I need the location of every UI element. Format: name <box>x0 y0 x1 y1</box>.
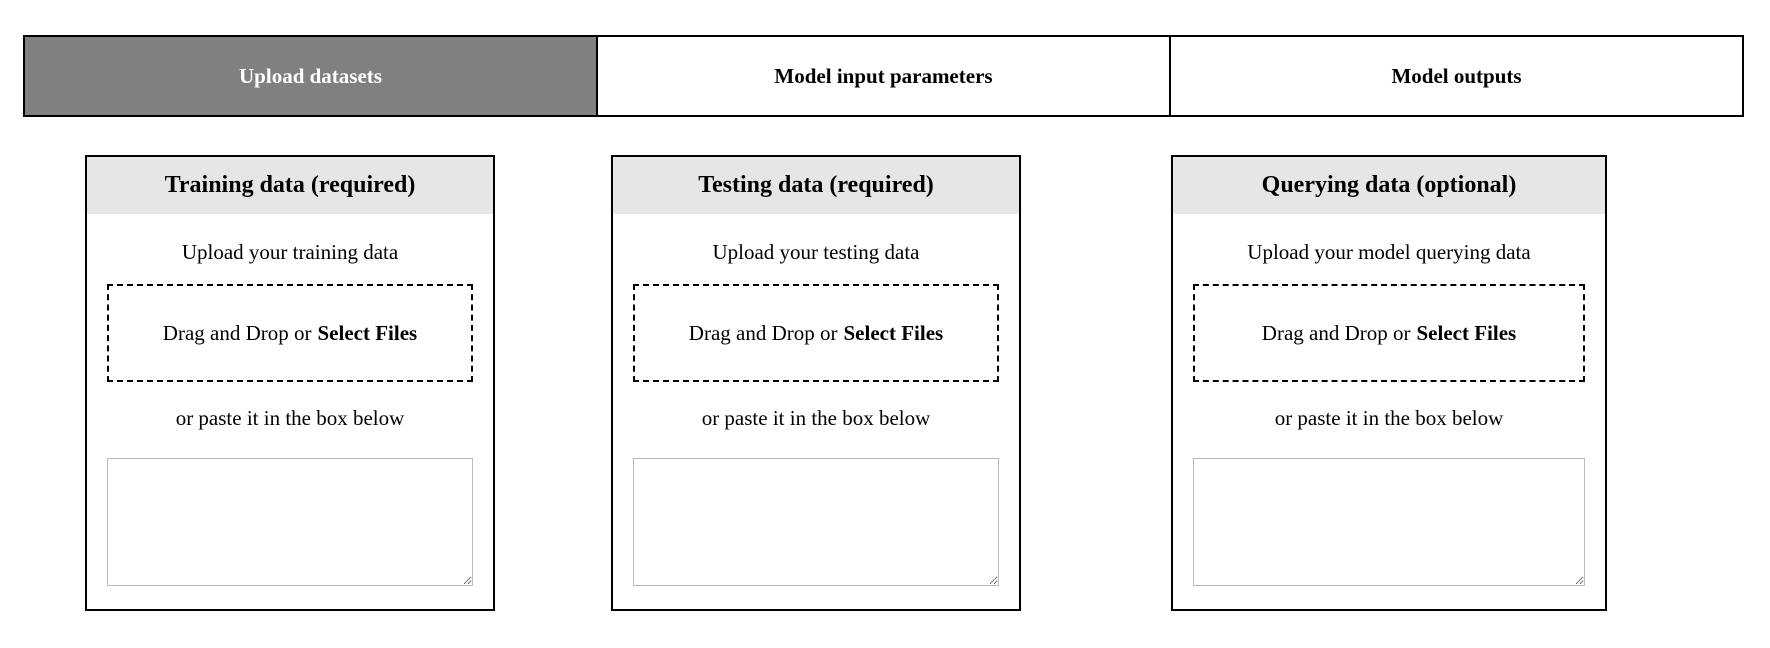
paste-hint: or paste it in the box below <box>701 406 931 430</box>
tab-model-input-parameters[interactable]: Model input parameters <box>596 37 1169 115</box>
querying-paste-box[interactable] <box>1193 458 1585 586</box>
panel-description: Upload your model querying data <box>1247 240 1531 264</box>
tab-model-outputs[interactable]: Model outputs <box>1169 37 1742 115</box>
select-files-link[interactable]: Select Files <box>317 320 418 345</box>
paste-hint: or paste it in the box below <box>175 406 405 430</box>
tab-label: Upload datasets <box>239 63 382 88</box>
panel-title: Querying data (optional) <box>1173 157 1605 214</box>
dropzone-text: Drag and Drop or <box>162 320 312 345</box>
select-files-link[interactable]: Select Files <box>843 320 944 345</box>
testing-data-panel: Testing data (required) Upload your test… <box>611 155 1021 611</box>
dropzone-text: Drag and Drop or <box>1261 320 1411 345</box>
training-dropzone[interactable]: Drag and Drop or Select Files <box>107 284 473 382</box>
select-files-link[interactable]: Select Files <box>1416 320 1517 345</box>
tab-bar: Upload datasets Model input parameters M… <box>23 35 1744 117</box>
testing-paste-box[interactable] <box>633 458 999 586</box>
querying-data-panel: Querying data (optional) Upload your mod… <box>1171 155 1607 611</box>
tab-label: Model input parameters <box>774 63 993 88</box>
tab-label: Model outputs <box>1391 63 1522 88</box>
training-data-panel: Training data (required) Upload your tra… <box>85 155 495 611</box>
dropzone-text: Drag and Drop or <box>688 320 838 345</box>
panel-title: Training data (required) <box>87 157 493 214</box>
querying-dropzone[interactable]: Drag and Drop or Select Files <box>1193 284 1585 382</box>
tab-upload-datasets[interactable]: Upload datasets <box>25 37 596 115</box>
testing-dropzone[interactable]: Drag and Drop or Select Files <box>633 284 999 382</box>
panel-title: Testing data (required) <box>613 157 1019 214</box>
panel-description: Upload your training data <box>181 240 399 264</box>
panel-description: Upload your testing data <box>712 240 920 264</box>
paste-hint: or paste it in the box below <box>1274 406 1504 430</box>
training-paste-box[interactable] <box>107 458 473 586</box>
